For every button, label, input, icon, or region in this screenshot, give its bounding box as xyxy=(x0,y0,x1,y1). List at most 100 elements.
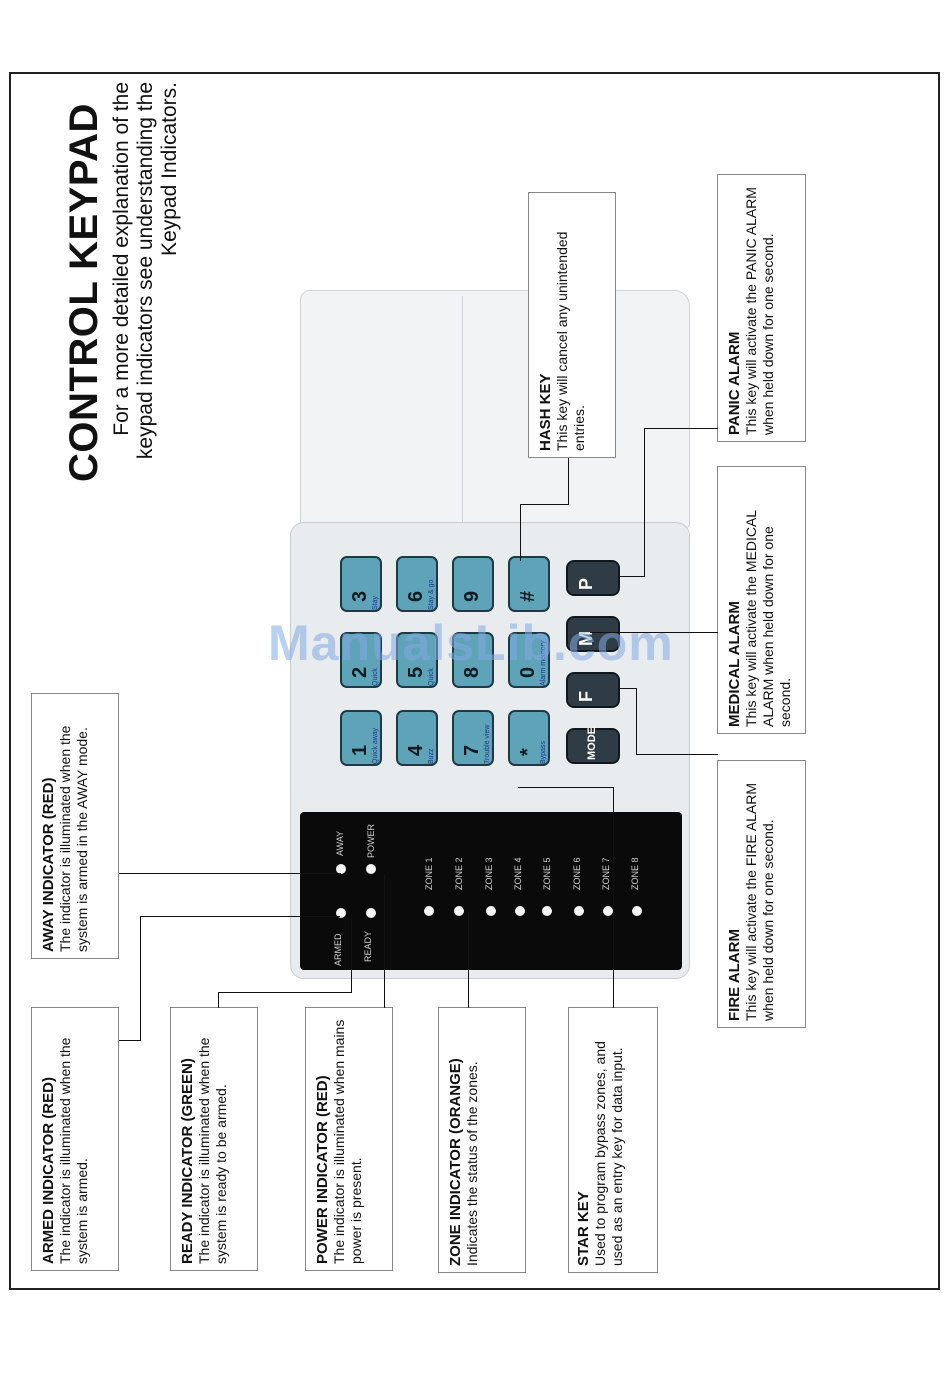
key-mode-label: MODE xyxy=(586,727,598,760)
callout-ready-title: READY INDICATOR (GREEN) xyxy=(179,1014,196,1264)
led-zone-3 xyxy=(486,906,496,916)
callout-panic-title: PANIC ALARM xyxy=(726,185,743,435)
key-6-sub: Stay & go xyxy=(428,580,435,610)
lid-divider xyxy=(462,296,463,524)
callout-medical-text: MEDICAL ALARM This key will activate the… xyxy=(726,477,794,727)
callout-star-text: STAR KEY Used to program bypass zones, a… xyxy=(575,1016,626,1266)
leader-ready-v2 xyxy=(351,914,352,993)
key-7[interactable]: 7 Trouble view xyxy=(452,710,494,766)
leader-panic-h2 xyxy=(644,428,718,429)
indicator-display xyxy=(300,812,682,970)
callout-power-body: The indicator is illuminated when mains … xyxy=(331,1020,364,1264)
led-zone-2 xyxy=(454,906,464,916)
callout-zone-text: ZONE INDICATOR (ORANGE) Indicates the st… xyxy=(447,1016,481,1266)
zone-1-label: ZONE 1 xyxy=(424,857,434,890)
key-hash[interactable]: # xyxy=(508,556,550,612)
led-power xyxy=(366,864,376,874)
key-9[interactable]: 9 xyxy=(452,556,494,612)
callout-armed: ARMED INDICATOR (RED) The indicator is i… xyxy=(31,1007,119,1271)
callout-fire-title: FIRE ALARM xyxy=(726,771,743,1021)
key-panic-label: P xyxy=(576,578,597,590)
leader-fire-h1 xyxy=(620,688,636,689)
key-9-label: 9 xyxy=(462,591,482,602)
callout-hash-text: HASH KEY This key will cancel any uninte… xyxy=(537,201,588,451)
callout-medical-title: MEDICAL ALARM xyxy=(726,477,743,727)
key-star-sub: Bypass xyxy=(540,741,547,764)
callout-ready: READY INDICATOR (GREEN) The indicator is… xyxy=(170,1007,258,1271)
leader-hash-v2 xyxy=(568,458,569,505)
leader-fire-h2 xyxy=(636,754,718,755)
leader-fire-v xyxy=(636,688,637,755)
callout-armed-body: The indicator is illuminated when the sy… xyxy=(57,1038,90,1264)
page-subtitle: For a more detailed explanation of the k… xyxy=(110,82,182,482)
leader-power xyxy=(384,874,385,1008)
callout-panic-body: This key will activate the PANIC ALARM w… xyxy=(743,187,776,435)
leader-star-v xyxy=(613,787,614,1008)
callout-medical-body: This key will activate the MEDICAL ALARM… xyxy=(743,510,793,727)
callout-fire-text: FIRE ALARM This key will activate the FI… xyxy=(726,771,777,1021)
key-4[interactable]: 4 Buzz xyxy=(396,710,438,766)
leader-star-h xyxy=(518,787,613,788)
zone-8-label: ZONE 8 xyxy=(630,857,640,890)
callout-fire-body: This key will activate the FIRE ALARM wh… xyxy=(743,783,776,1021)
callout-star-body: Used to program bypass zones, and used a… xyxy=(592,1041,625,1266)
watermark: ManualsLib.com xyxy=(268,614,674,672)
callout-away-title: AWAY INDICATOR (RED) xyxy=(40,702,57,952)
callout-away-body: The indicator is illuminated when the sy… xyxy=(57,726,90,952)
led-zone-4 xyxy=(515,906,525,916)
callout-zone: ZONE INDICATOR (ORANGE) Indicates the st… xyxy=(438,1007,526,1273)
key-1[interactable]: 1 Quick away xyxy=(340,710,382,766)
callout-star: STAR KEY Used to program bypass zones, a… xyxy=(568,1007,658,1273)
key-panic[interactable]: P xyxy=(566,560,620,596)
key-3[interactable]: 3 Stay xyxy=(340,556,382,612)
led-zone-7 xyxy=(603,906,613,916)
key-star[interactable]: * Bypass xyxy=(508,710,550,766)
led-ready xyxy=(366,908,376,918)
led-armed-label: ARMED xyxy=(333,933,343,966)
callout-armed-text: ARMED INDICATOR (RED) The indicator is i… xyxy=(40,1014,91,1264)
leader-panic-v xyxy=(644,428,645,577)
callout-hash: HASH KEY This key will cancel any uninte… xyxy=(528,192,616,458)
led-zone-1 xyxy=(424,906,434,916)
key-hash-label: # xyxy=(518,591,538,602)
keypad-lid xyxy=(300,290,690,528)
key-mode[interactable]: MODE xyxy=(566,728,620,764)
callout-zone-title: ZONE INDICATOR (ORANGE) xyxy=(447,1016,464,1266)
callout-away: AWAY INDICATOR (RED) The indicator is il… xyxy=(31,693,119,959)
callout-medical: MEDICAL ALARM This key will activate the… xyxy=(717,466,806,734)
key-fire[interactable]: F xyxy=(566,672,620,708)
callout-away-text: AWAY INDICATOR (RED) The indicator is il… xyxy=(40,702,91,952)
zone-2-label: ZONE 2 xyxy=(454,857,464,890)
callout-armed-title: ARMED INDICATOR (RED) xyxy=(40,1014,57,1264)
leader-away xyxy=(119,873,341,874)
zone-4-label: ZONE 4 xyxy=(513,857,523,890)
leader-hash-h xyxy=(520,504,568,505)
leader-armed-v xyxy=(140,916,141,1041)
callout-star-title: STAR KEY xyxy=(575,1016,592,1266)
key-6[interactable]: 6 Stay & go xyxy=(396,556,438,612)
led-zone-5 xyxy=(542,906,552,916)
callout-ready-text: READY INDICATOR (GREEN) The indicator is… xyxy=(179,1014,230,1264)
key-star-label: * xyxy=(518,748,538,756)
leader-zone xyxy=(468,912,469,1008)
leader-ready-h xyxy=(218,992,351,993)
leader-medical xyxy=(590,632,718,633)
leader-armed-h2 xyxy=(140,916,340,917)
callout-power-title: POWER INDICATOR (RED) xyxy=(314,1014,331,1264)
key-1-sub: Quick away xyxy=(372,728,379,764)
leader-panic-h1 xyxy=(620,576,644,577)
callout-fire: FIRE ALARM This key will activate the FI… xyxy=(717,760,806,1028)
led-zone-8 xyxy=(632,906,642,916)
page-title: CONTROL KEYPAD xyxy=(62,103,107,482)
led-ready-label: READY xyxy=(363,931,373,962)
key-4-label: 4 xyxy=(406,745,426,756)
key-1-label: 1 xyxy=(350,745,370,756)
callout-power: POWER INDICATOR (RED) The indicator is i… xyxy=(305,1007,393,1271)
leader-ready-v1 xyxy=(218,992,219,1008)
key-4-sub: Buzz xyxy=(428,748,435,764)
key-3-label: 3 xyxy=(350,591,370,602)
callout-panic: PANIC ALARM This key will activate the P… xyxy=(717,174,806,442)
zone-5-label: ZONE 5 xyxy=(542,857,552,890)
led-zone-6 xyxy=(574,906,584,916)
zone-7-label: ZONE 7 xyxy=(601,857,611,890)
